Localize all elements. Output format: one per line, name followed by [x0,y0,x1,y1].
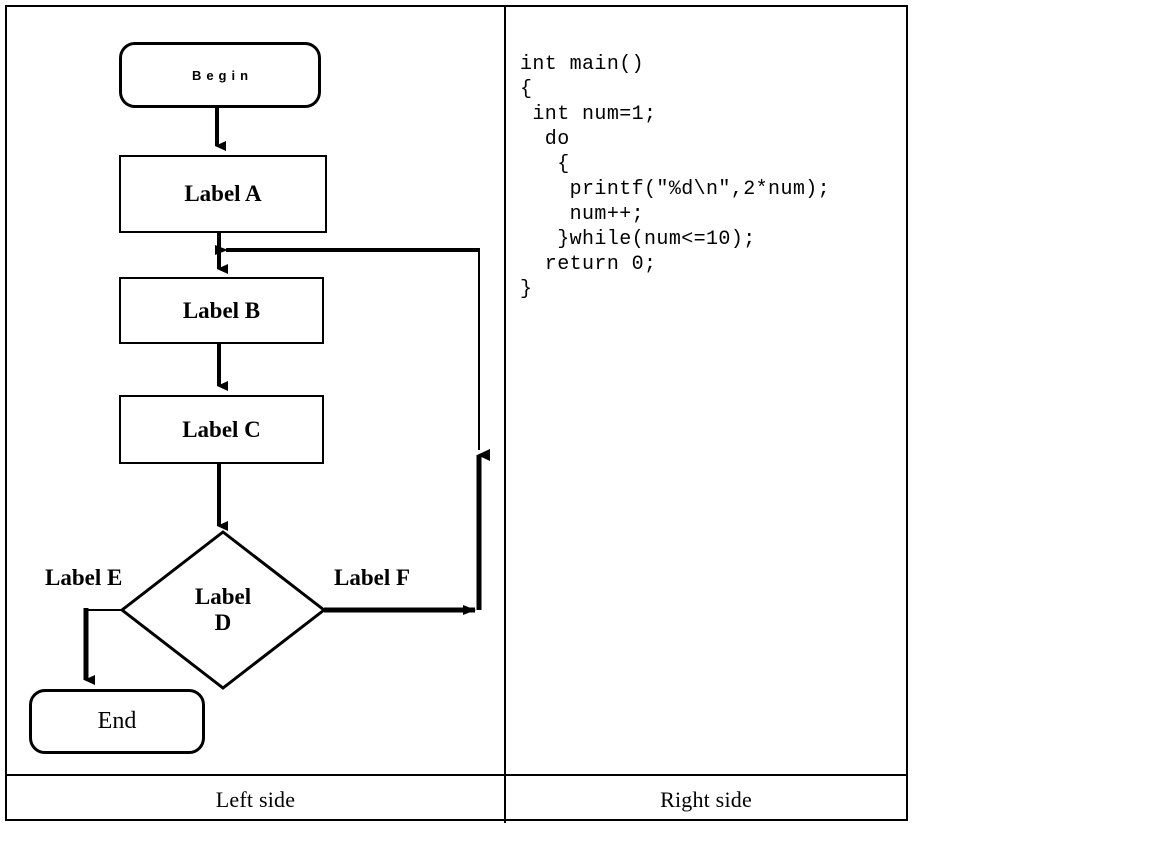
caption-cell-right: Right side [504,776,906,823]
decision-diamond-shape [119,530,327,690]
flowchart-cell: Begin Label A Label B Label C Label D [7,7,504,774]
node-d-label-wrapper: Label D [122,532,324,688]
content-row: Begin Label A Label B Label C Label D [7,7,906,774]
flowchart-diagram: Begin Label A Label B Label C Label D [7,7,504,774]
comparison-table: Begin Label A Label B Label C Label D [5,5,908,823]
flowchart-node-label-a[interactable]: Label A [119,155,327,233]
caption-cell-left: Left side [7,776,504,823]
node-c-label: Label C [182,416,261,442]
node-begin-label: Begin [191,67,254,83]
flowchart-node-end[interactable]: End [29,689,205,754]
node-d-label: Label D [194,584,252,635]
caption-row: Left side Right side [7,774,906,823]
caption-right-text: Right side [660,786,752,812]
flowchart-node-decision-d[interactable]: Label D [122,532,324,688]
node-end-label: End [97,708,137,734]
node-b-label: Label B [182,297,261,323]
branch-label-left: Label E [45,565,123,590]
node-a-label: Label A [184,181,262,207]
flowchart-connectors [83,108,490,690]
source-code-block: int main() { int num=1; do { printf("%d\… [520,53,831,301]
caption-left-text: Left side [215,786,296,812]
flowchart-node-label-b[interactable]: Label B [119,277,324,344]
flowchart-node-label-c[interactable]: Label C [119,395,324,464]
flowchart-node-begin[interactable]: Begin [119,42,321,108]
code-cell: int main() { int num=1; do { printf("%d\… [504,7,906,774]
branch-label-right: Label F [334,565,411,590]
